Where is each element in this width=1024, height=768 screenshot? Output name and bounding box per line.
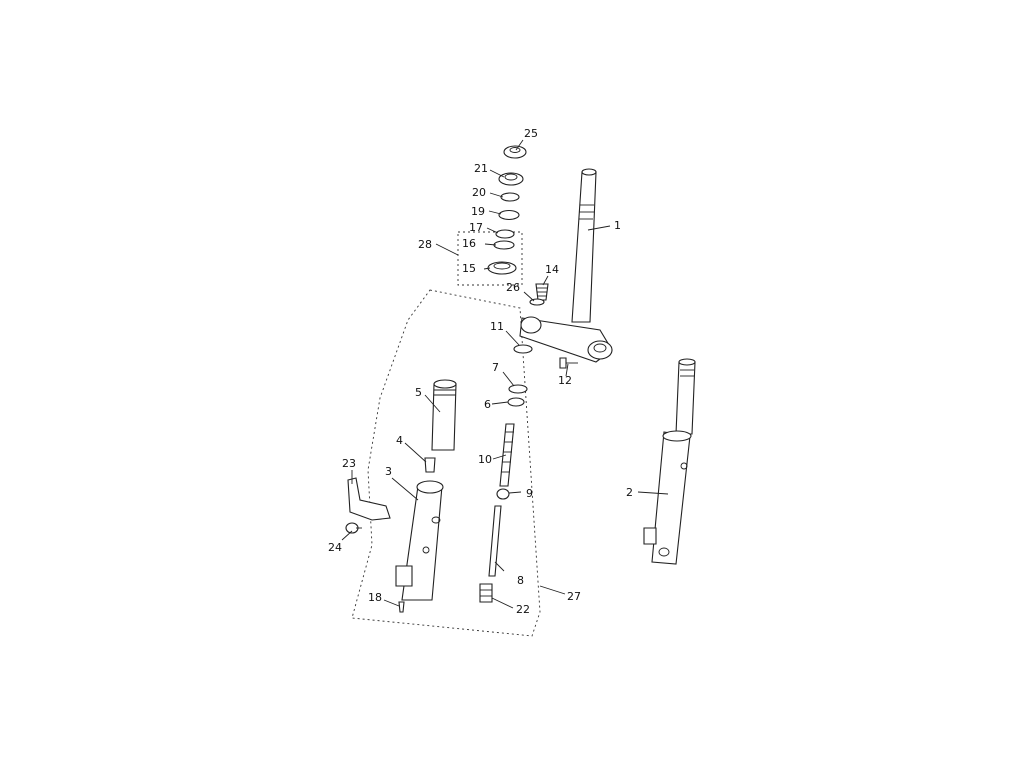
- part-19-ring: [498, 209, 520, 221]
- part-17-ring: [495, 229, 515, 239]
- callout-1: 1: [614, 219, 621, 232]
- part-4-bushing: [424, 457, 436, 473]
- part-5-fork-tube: [431, 379, 457, 451]
- part-6-nut: [507, 397, 525, 407]
- part-11-seal: [513, 344, 533, 354]
- callout-25: 25: [524, 127, 538, 140]
- part-22-spring: [479, 583, 493, 603]
- callout-27: 27: [567, 590, 581, 603]
- part-3-fork-slider: [395, 480, 444, 601]
- callout-21: 21: [474, 162, 488, 175]
- group-28-outline: [457, 231, 523, 286]
- part-8-damper-rod: [488, 505, 502, 577]
- callout-3: 3: [385, 465, 392, 478]
- callout-12: 12: [558, 374, 572, 387]
- part-21-cup: [498, 172, 524, 186]
- group-27-outline: [351, 289, 541, 637]
- callout-9: 9: [526, 487, 533, 500]
- callout-4: 4: [396, 434, 403, 447]
- callout-5: 5: [415, 386, 422, 399]
- callout-10: 10: [478, 453, 492, 466]
- callout-7: 7: [492, 361, 499, 374]
- callout-labels: 25 21 20 19 17 16 15 28 1 14 26 11 12 7 …: [328, 127, 633, 616]
- part-15-cone-bearing: [487, 261, 517, 275]
- callout-26: 26: [506, 281, 520, 294]
- callout-17: 17: [469, 221, 483, 234]
- part-24-bolt: [345, 522, 362, 534]
- callout-23: 23: [342, 457, 356, 470]
- callout-28: 28: [418, 238, 432, 251]
- callout-11: 11: [490, 320, 504, 333]
- callout-6: 6: [484, 398, 491, 411]
- callout-8: 8: [517, 574, 524, 587]
- callout-14: 14: [545, 263, 559, 276]
- part-23-bracket: [347, 477, 391, 521]
- callout-24: 24: [328, 541, 342, 554]
- callout-22: 22: [516, 603, 530, 616]
- part-12-bolt: [559, 357, 578, 369]
- part-10-spring: [499, 423, 515, 487]
- callout-15: 15: [462, 262, 476, 275]
- callout-16: 16: [462, 237, 476, 250]
- callout-20: 20: [472, 186, 486, 199]
- part-16-bearing: [493, 240, 515, 250]
- callout-2: 2: [626, 486, 633, 499]
- callout-19: 19: [471, 205, 485, 218]
- part-26-ring: [529, 298, 545, 306]
- part-14-spring: [535, 283, 549, 301]
- part-18-screw: [398, 601, 405, 613]
- leader-lines: [341, 139, 669, 609]
- callout-18: 18: [368, 591, 382, 604]
- part-1-steering-stem: [519, 168, 613, 363]
- part-9-spacer: [496, 488, 510, 500]
- part-7-ring: [508, 384, 528, 394]
- part-25-nut: [503, 145, 527, 159]
- part-20-ring: [500, 192, 520, 202]
- part-2-right-fork-leg: [643, 358, 696, 565]
